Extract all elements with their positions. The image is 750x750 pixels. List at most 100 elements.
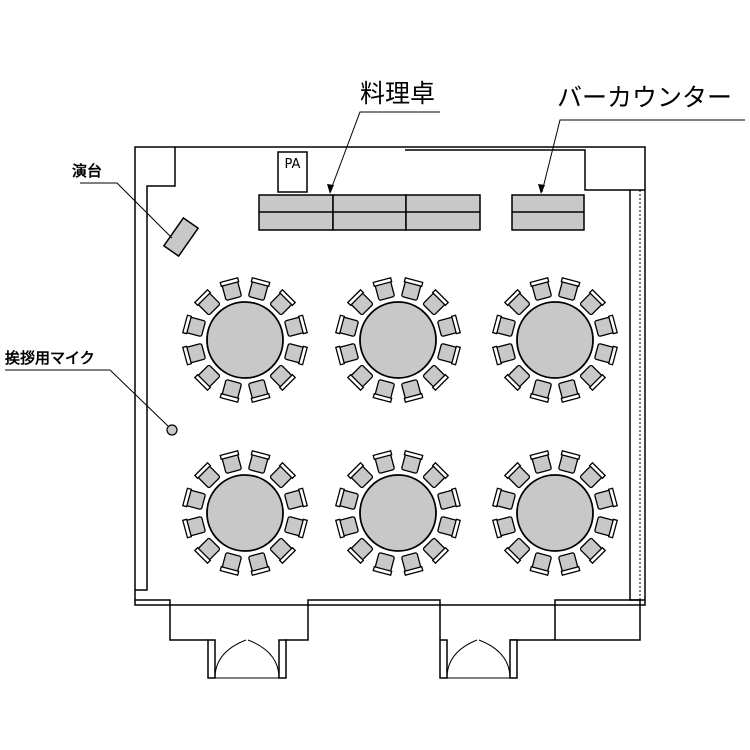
chair [401, 449, 424, 474]
bar-counter-label: バーカウンター [557, 83, 732, 112]
chair [401, 276, 424, 301]
chair [346, 364, 374, 392]
chair [422, 364, 450, 392]
chair [346, 537, 374, 565]
round-table-group [334, 449, 462, 577]
chair [334, 314, 359, 337]
entrance-right[interactable] [439, 639, 518, 679]
leader-lines [5, 111, 745, 427]
bar-counter [511, 194, 585, 231]
chair [269, 537, 297, 565]
chair [558, 552, 581, 577]
food-tables [258, 194, 481, 231]
chair [401, 552, 424, 577]
podium-label: 演台 [72, 162, 102, 180]
chair [372, 276, 395, 301]
entrance-left[interactable] [207, 639, 287, 679]
chair [269, 288, 297, 316]
chair [334, 343, 359, 366]
round-table [206, 301, 284, 379]
chair [529, 552, 552, 577]
podium [162, 216, 200, 258]
chair [594, 343, 619, 366]
round-table-group [334, 276, 462, 404]
leader-arrows [327, 184, 545, 194]
chair [181, 343, 206, 366]
chair [372, 552, 395, 577]
chair [372, 449, 395, 474]
round-table [359, 301, 437, 379]
chair [269, 461, 297, 489]
chair [529, 379, 552, 404]
chair [372, 379, 395, 404]
bottom-wall [135, 599, 641, 641]
chair [248, 449, 271, 474]
chair [219, 276, 242, 301]
chair [284, 343, 309, 366]
chair [284, 516, 309, 539]
chair [503, 461, 531, 489]
chair [422, 288, 450, 316]
chair [346, 288, 374, 316]
chair [437, 487, 462, 510]
chair [437, 314, 462, 337]
chair [422, 537, 450, 565]
chair [558, 449, 581, 474]
chair [422, 461, 450, 489]
chair [248, 276, 271, 301]
round-table-group [491, 449, 619, 577]
round-table [516, 301, 594, 379]
round-table-group [181, 276, 309, 404]
chair [284, 314, 309, 337]
chair [558, 276, 581, 301]
chair [181, 516, 206, 539]
chair [181, 314, 206, 337]
round-table [206, 474, 284, 552]
inner-wall-top [135, 147, 176, 591]
chair [219, 379, 242, 404]
chair [248, 552, 271, 577]
walls [134, 146, 646, 606]
chair [503, 364, 531, 392]
chair [579, 537, 607, 565]
chair [491, 516, 516, 539]
bar-back-wall [405, 149, 630, 191]
pa-box: PA [277, 151, 308, 193]
chair [437, 343, 462, 366]
pa-label: PA [285, 157, 301, 172]
chair [491, 487, 516, 510]
chair [346, 461, 374, 489]
chair [558, 379, 581, 404]
chair [437, 516, 462, 539]
chair [193, 461, 221, 489]
chair [491, 343, 516, 366]
round-table [359, 474, 437, 552]
chair [334, 487, 359, 510]
chair [219, 449, 242, 474]
chair [579, 364, 607, 392]
chair [193, 288, 221, 316]
chair [594, 516, 619, 539]
chair [284, 487, 309, 510]
chair [594, 487, 619, 510]
chair [491, 314, 516, 337]
chair [503, 537, 531, 565]
round-table [516, 474, 594, 552]
food-table-label: 料理卓 [360, 79, 435, 108]
round-table-group [491, 276, 619, 404]
chair [219, 552, 242, 577]
chair [401, 379, 424, 404]
mic-label: 挨拶用マイク [5, 349, 95, 367]
chair [248, 379, 271, 404]
chair [193, 364, 221, 392]
speech-mic [166, 424, 178, 436]
chair [529, 276, 552, 301]
chair [594, 314, 619, 337]
chair [529, 449, 552, 474]
chair [193, 537, 221, 565]
inner-wall-right [629, 189, 645, 601]
chair [579, 288, 607, 316]
chair [334, 516, 359, 539]
